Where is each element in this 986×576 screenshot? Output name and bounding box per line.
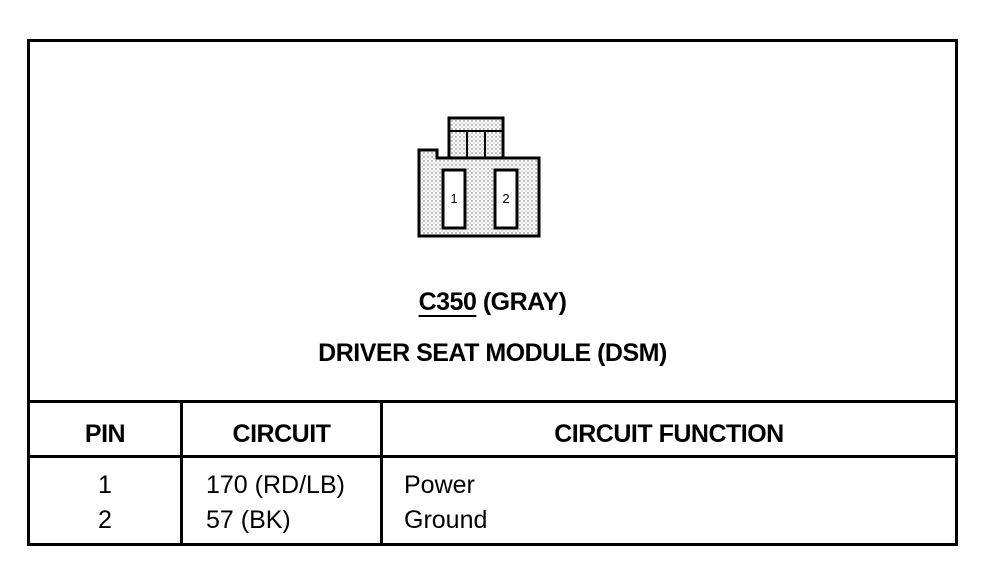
pin-cavity-2 (493, 168, 519, 230)
connector-body (417, 148, 541, 238)
function-cell: Power (404, 471, 475, 499)
connector-id: C350 (418, 288, 477, 316)
connector-latch (447, 116, 505, 160)
pin-cell: 1 (98, 471, 112, 499)
circuit-cell: 170 (RD/LB) (206, 471, 345, 499)
function-cell: Ground (404, 506, 488, 534)
header-circuit: CIRCUIT (232, 420, 331, 448)
pin-cell: 2 (98, 506, 112, 534)
circuit-cell: 57 (BK) (206, 506, 291, 534)
connector-color: (GRAY) (482, 288, 567, 316)
pin-label-1: 1 (450, 191, 457, 206)
connector-diagram-area: 1 2 C350 (GRAY) DRIVER SEAT MODULE (DSM) (30, 42, 955, 400)
pin-cavity-1 (441, 168, 467, 230)
header-pin: PIN (84, 420, 126, 448)
header-circuit-function: CIRCUIT FUNCTION (554, 420, 784, 448)
connector-chart-frame: 1 2 C350 (GRAY) DRIVER SEAT MODULE (DSM)… (27, 39, 958, 546)
header-rule (30, 455, 955, 458)
connector-title: C350 (GRAY) (30, 288, 955, 317)
pin-label-2: 2 (502, 191, 509, 206)
column-divider (380, 400, 383, 543)
table-top-rule (30, 400, 955, 403)
column-divider (180, 400, 183, 543)
connector-name: DRIVER SEAT MODULE (DSM) (318, 339, 667, 367)
pinout-table: PIN CIRCUIT CIRCUIT FUNCTION 1 170 (RD/L… (30, 400, 955, 543)
connector-face-diagram: 1 2 (417, 116, 541, 238)
